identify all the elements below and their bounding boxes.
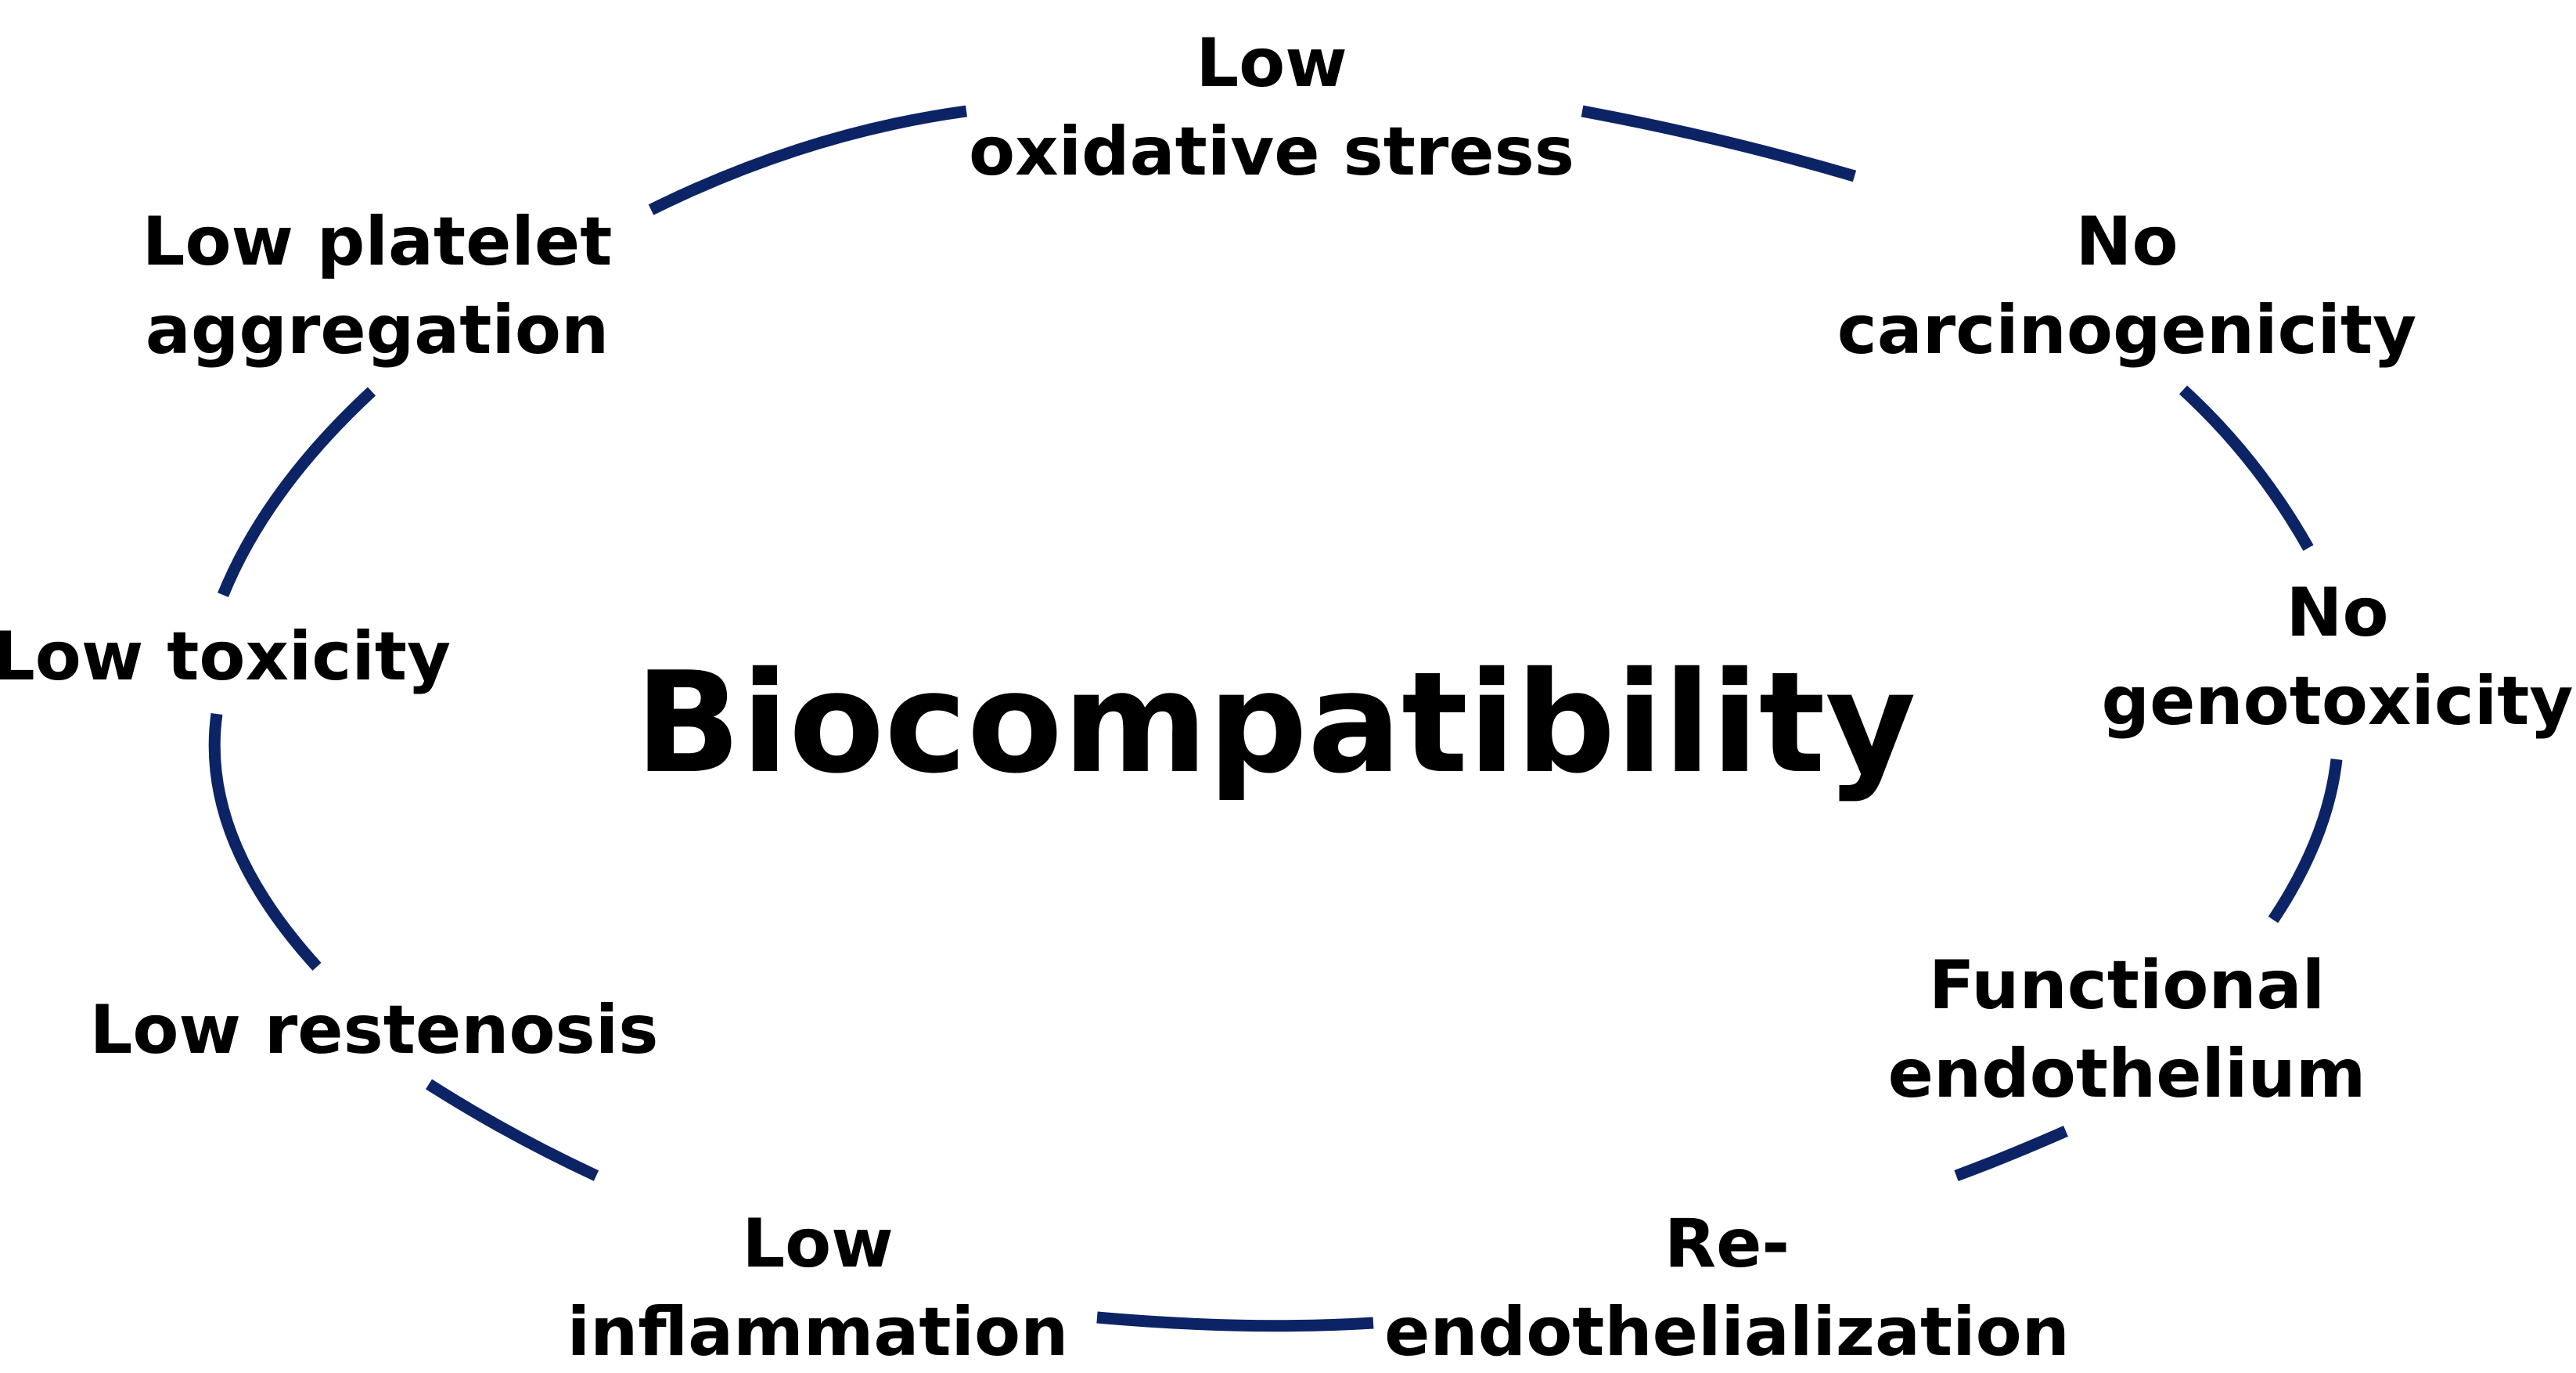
label-low-restenosis: Low restenosis bbox=[90, 991, 659, 1069]
label-line: Low restenosis bbox=[90, 991, 659, 1069]
arc-upper-right bbox=[2178, 385, 2314, 551]
label-line: Low bbox=[742, 1205, 893, 1283]
label-line: Low platelet bbox=[142, 203, 613, 281]
label-low-platelet-aggregation: Low platelet aggregation bbox=[142, 203, 613, 369]
ring-arcs bbox=[208, 105, 2343, 1332]
label-line: aggregation bbox=[146, 291, 609, 369]
label-low-oxidative-stress: Low oxidative stress bbox=[969, 24, 1574, 191]
label-low-inflammation: Low inflammation bbox=[567, 1205, 1069, 1371]
label-line: Re- bbox=[1664, 1205, 1790, 1283]
arc-top-right bbox=[1581, 105, 1857, 182]
label-line: oxidative stress bbox=[969, 113, 1574, 191]
label-line: carcinogenicity bbox=[1837, 291, 2416, 369]
arc-mid-left bbox=[208, 712, 322, 971]
label-line: genotoxicity bbox=[2102, 662, 2574, 741]
label-no-carcinogenicity: No carcinogenicity bbox=[1837, 203, 2416, 369]
arc-mid-right bbox=[2268, 759, 2343, 924]
center-title: Biocompatibility bbox=[635, 642, 1916, 804]
arc-lower-left bbox=[425, 1079, 599, 1181]
label-line: endothelialization bbox=[1384, 1293, 2070, 1371]
label-line: inflammation bbox=[567, 1293, 1069, 1371]
label-line: No bbox=[2286, 574, 2388, 652]
label-re-endothelialization: Re-endothelialization bbox=[1384, 1205, 2070, 1371]
label-line: endothelium bbox=[1888, 1035, 2366, 1113]
label-low-toxicity: Low toxicity bbox=[0, 618, 451, 696]
label-no-genotoxicity: No genotoxicity bbox=[2102, 574, 2574, 741]
arc-lower-right bbox=[1954, 1126, 2069, 1182]
arc-upper-left bbox=[218, 387, 376, 597]
label-line: Low toxicity bbox=[0, 618, 451, 696]
arc-bottom bbox=[1096, 1311, 1374, 1332]
label-functional-endothelium: Functional endothelium bbox=[1888, 946, 2366, 1113]
label-line: Low bbox=[1196, 24, 1347, 103]
label-line: Functional bbox=[1929, 946, 2325, 1025]
arc-top-left bbox=[648, 105, 968, 215]
label-line: No bbox=[2075, 203, 2178, 281]
